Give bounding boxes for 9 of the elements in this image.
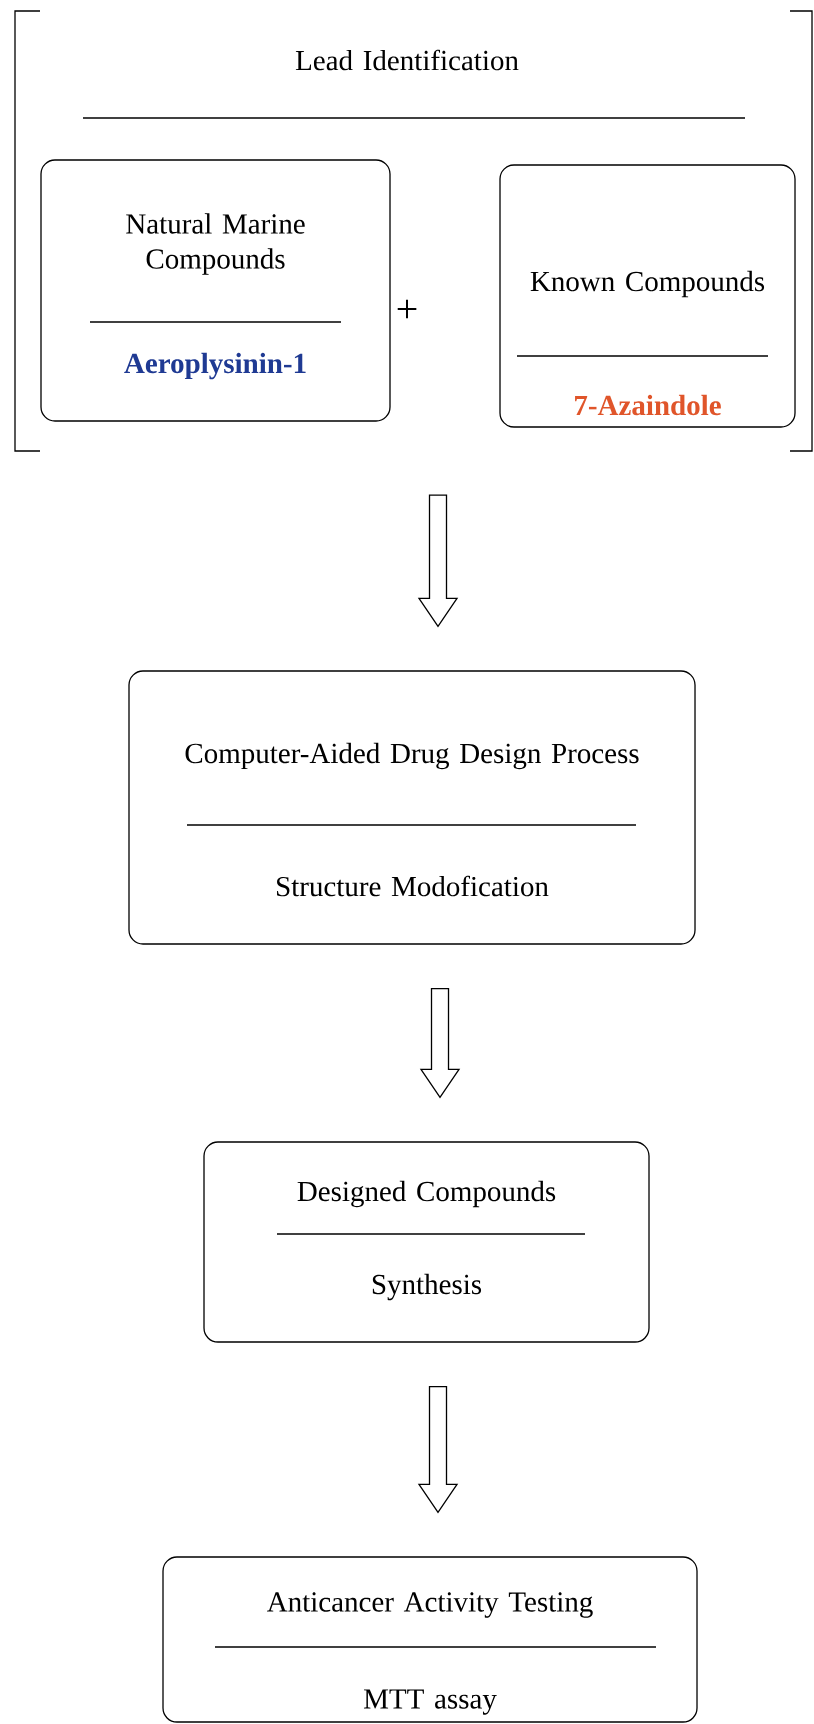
process-box: Computer-Aided Drug Design Process Structure Modofication: [128, 670, 696, 945]
process-box: Natural Marine Compounds Aeroplysinin-1: [40, 159, 391, 422]
process-box: Anticancer Activity Testing MTT assay: [162, 1556, 698, 1723]
process-box: Designed Compounds Synthesis: [203, 1141, 650, 1343]
plus-sign: +: [397, 299, 417, 319]
process-box: Known Compounds 7-Azaindole: [499, 164, 796, 428]
hollow-arrow: [417, 494, 459, 628]
hollow-arrow: [419, 988, 461, 1099]
hollow-arrow: [417, 1386, 459, 1514]
